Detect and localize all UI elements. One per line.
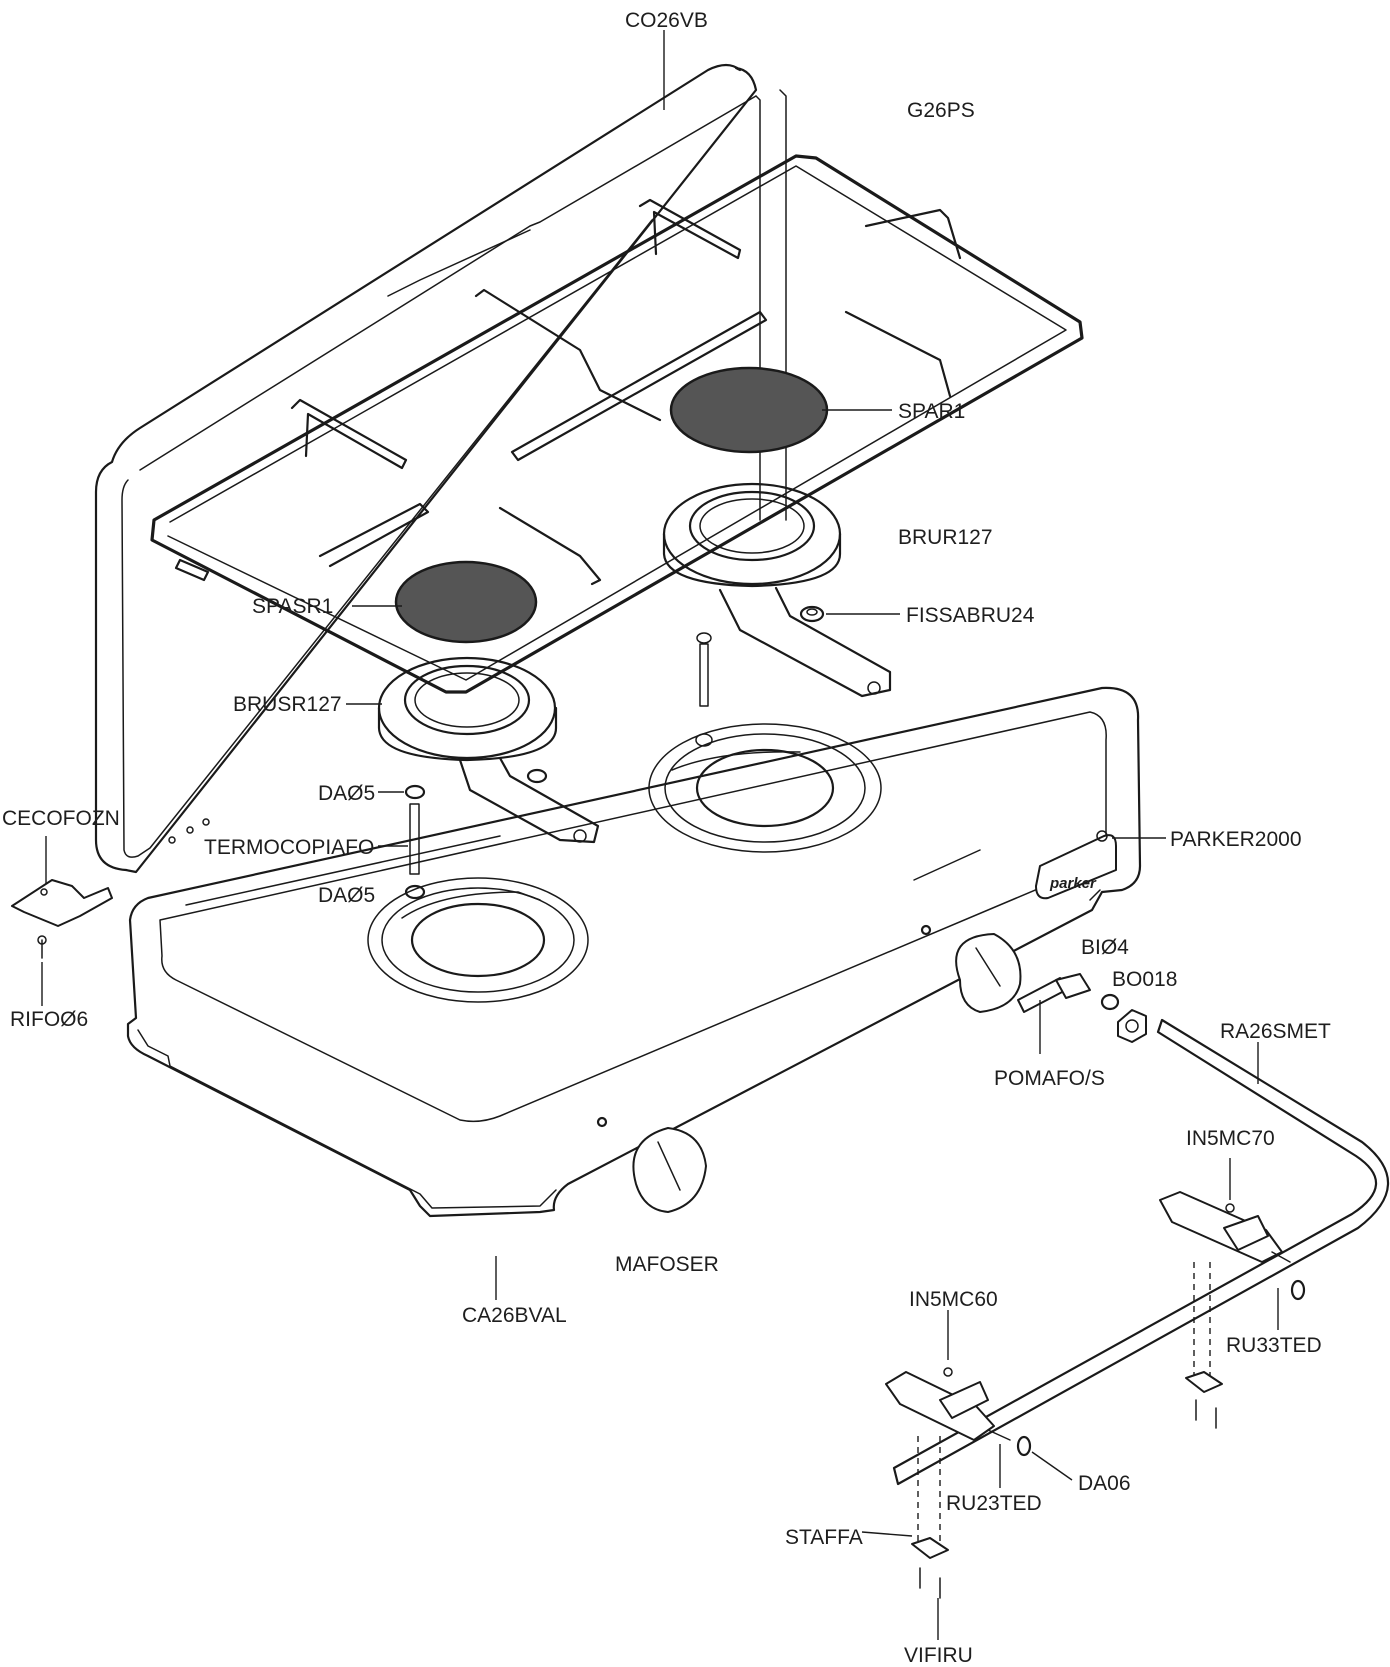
label-dao5-bottom: DAØ5 — [318, 884, 375, 907]
gas-inlet-elbow — [1017, 973, 1091, 1013]
lid-bracket — [11, 879, 113, 959]
leader-staffa — [861, 1531, 913, 1537]
lid-cover — [94, 63, 787, 874]
assembly-line-right — [1193, 1262, 1211, 1376]
label-g26ps: G26PS — [907, 99, 975, 122]
control-knob-front — [632, 1127, 707, 1213]
staffa-bracket-left — [911, 1537, 949, 1599]
label-in5mc70: IN5MC70 — [1186, 1127, 1275, 1150]
label-bio4: BIØ4 — [1081, 936, 1129, 959]
label-rifo6: RIFOØ6 — [10, 1008, 88, 1031]
control-knob-rear — [955, 933, 1022, 1013]
nozzle-fitting — [1100, 993, 1120, 1011]
label-ru33ted: RU33TED — [1226, 1334, 1322, 1357]
label-spar1: SPAR1 — [898, 400, 965, 423]
assembly-line-left — [917, 1436, 941, 1546]
cooktop-body — [126, 686, 1142, 1218]
burner-rapid — [662, 482, 892, 698]
label-termocopiafo: TERMOCOPIAFO — [204, 836, 374, 859]
parker-logo-text: parker — [1049, 875, 1097, 892]
label-ru23ted: RU23TED — [946, 1492, 1042, 1515]
label-ca26bval: CA26BVAL — [462, 1304, 567, 1327]
gas-nut — [1117, 1009, 1147, 1043]
label-ra26smet: RA26SMET — [1220, 1020, 1331, 1043]
gas-valve-right — [1159, 1191, 1306, 1301]
washer-center — [526, 768, 548, 784]
thermocouple-right — [695, 632, 713, 747]
label-parker2000: PARKER2000 — [1170, 828, 1302, 851]
fixing-nut — [799, 605, 825, 623]
spreader-cap-rapid — [669, 366, 829, 454]
burner-seat-right — [648, 723, 882, 853]
label-fissabru24: FISSABRU24 — [906, 604, 1035, 627]
label-mafoser: MAFOSER — [615, 1253, 719, 1276]
label-pomafos: POMAFO/S — [994, 1067, 1105, 1090]
spreader-cap-small — [394, 560, 538, 644]
label-spasr1: SPASR1 — [252, 595, 333, 618]
burner-seat-left — [367, 877, 589, 1003]
label-brur127: BRUR127 — [898, 526, 993, 549]
label-staffa: STAFFA — [785, 1526, 863, 1549]
label-bo018: BO018 — [1112, 968, 1177, 991]
label-co26vb: CO26VB — [625, 9, 708, 32]
label-cecofozn: CECOFOZN — [2, 807, 120, 830]
brand-badge: parker — [1035, 830, 1117, 900]
gas-pipe — [892, 1018, 1390, 1486]
label-vifiru: VIFIRU — [904, 1644, 973, 1667]
staffa-bracket-right — [1185, 1371, 1223, 1429]
thermocouple-left — [404, 784, 426, 900]
label-brusr127: BRUSR127 — [233, 693, 342, 716]
gas-valve-left — [885, 1367, 1032, 1457]
label-da06: DA06 — [1078, 1472, 1131, 1495]
label-in5mc60: IN5MC60 — [909, 1288, 998, 1311]
label-dao5-top: DAØ5 — [318, 782, 375, 805]
burner-small — [377, 656, 600, 844]
leader-da06 — [1031, 1451, 1073, 1481]
pan-support-grid — [150, 154, 1084, 694]
